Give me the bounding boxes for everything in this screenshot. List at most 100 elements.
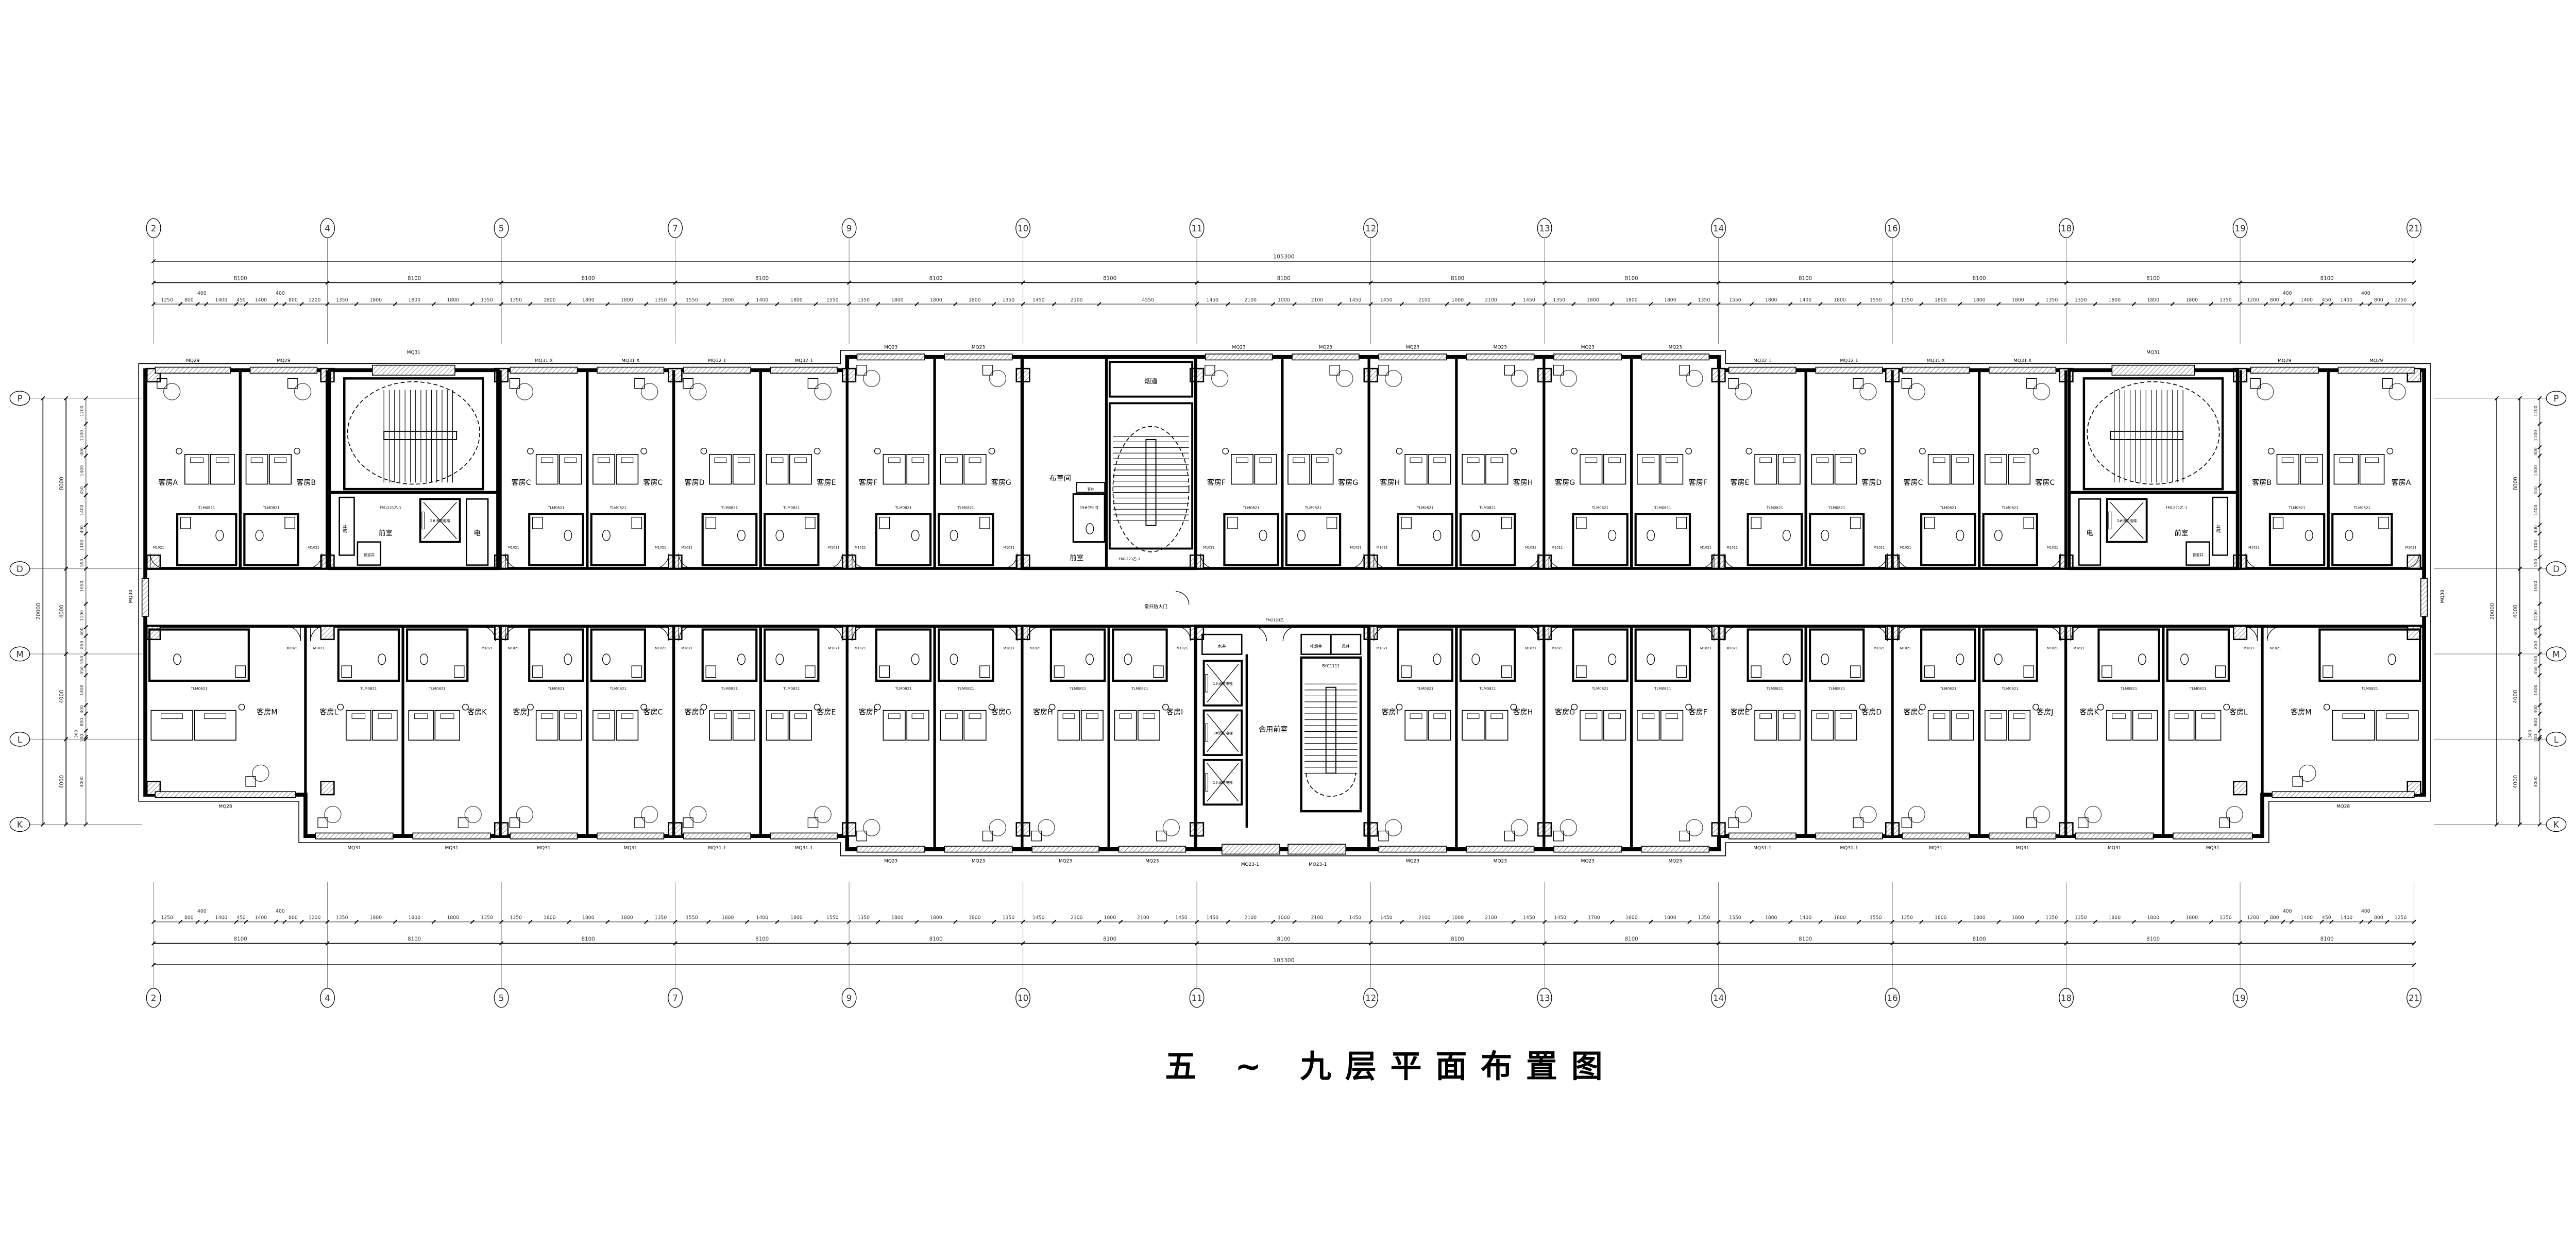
sink-icon [1676,516,1687,529]
dimension-detail: 550 [79,656,84,664]
dimension-tick [1194,941,1199,946]
bathroom-wall [1920,513,1976,566]
entry-door[interactable] [1374,626,1389,641]
table-icon [1908,383,1925,400]
entry-door[interactable] [827,553,843,569]
window [856,354,925,361]
dimension-bay: 8100 [929,936,943,942]
entry-door[interactable] [310,626,326,641]
fire-door[interactable] [1251,626,1298,641]
entry-door[interactable] [1524,553,1539,569]
sink-icon [2102,665,2112,678]
pipe-shaft-label: 管道井 [2192,552,2203,557]
entry-door[interactable] [678,553,694,569]
entry-door[interactable] [307,553,323,569]
entry-door[interactable] [1548,553,1564,569]
entry-door[interactable] [654,553,669,569]
entry-door[interactable] [1524,626,1539,641]
entry-door[interactable] [1723,553,1739,569]
entry-door[interactable] [1723,626,1739,641]
entry-door[interactable] [1872,626,1888,641]
entry-door[interactable] [1872,553,1888,569]
dimension-tick [814,919,818,925]
pillow-icon [1433,457,1446,463]
bed-icon [2168,710,2195,741]
entry-door[interactable] [2245,553,2261,569]
dimension-detail: 800 [2270,297,2279,303]
dimension-detail: 1200 [309,915,321,921]
entry-door[interactable] [1897,553,1912,569]
lamp-icon [294,447,300,455]
entry-door[interactable] [1002,553,1018,569]
entry-door[interactable] [2046,626,2061,641]
entry-door[interactable] [150,553,165,569]
table-icon [516,383,534,400]
entry-door[interactable] [2404,553,2420,569]
entry-door[interactable] [2070,626,2086,641]
entry-door[interactable] [505,553,520,569]
entry-door[interactable] [285,626,301,641]
dimension-detail: 1800 [621,297,633,303]
entry-door[interactable] [2267,626,2282,641]
bathroom-wall [148,628,250,682]
entry-door[interactable] [1002,626,1018,641]
entry-door[interactable] [1374,553,1389,569]
dimension-tick [2319,919,2324,925]
entry-door[interactable] [852,626,867,641]
bed-icon [789,453,812,485]
bed-icon [1462,453,1485,485]
entry-door[interactable] [1027,626,1042,641]
sink-icon [879,665,890,678]
grid-column-label: 14 [1713,224,1724,233]
window-label: MQ31 [1929,846,1942,851]
dimension-tick [2131,919,2137,925]
window-label: MQ23 [1059,859,1072,864]
dimension-tick [1337,919,1342,925]
entry-door[interactable] [1176,626,1191,641]
bathroom-wall [1747,628,1803,682]
core-wall [1020,355,1197,570]
entry-door[interactable] [2242,626,2258,641]
pillow-icon [969,713,981,719]
dimension-tick [2209,919,2214,925]
bathroom-wall [1920,628,1976,682]
entry-door[interactable] [1200,553,1215,569]
dimension-tick [2064,301,2069,307]
dimension-tick [2537,601,2542,607]
dimension-tick [2537,711,2542,716]
entry-door[interactable] [1548,626,1564,641]
dimension-detail: 1550 [686,297,698,303]
dimension-detail: 1400 [255,297,267,303]
armchair-icon [807,378,819,389]
dimension-tick [2537,735,2542,740]
entry-door[interactable] [654,626,669,641]
dimension-detail: 1800 [582,297,595,303]
entry-door[interactable] [480,626,496,641]
dimension-detail: 1400 [79,505,84,515]
dimension-detail: 1450 [1032,297,1045,303]
grid-bubble [2059,218,2074,238]
sink-icon [1751,516,1761,529]
corridor-fire-door[interactable] [1176,591,1190,605]
entry-door[interactable] [2046,553,2061,569]
bed-icon [1985,453,2007,485]
dimension-tick [2209,301,2214,307]
pillow-icon [250,457,263,463]
dimension-detail: 1800 [1834,915,1846,921]
entry-door[interactable] [505,626,520,641]
entry-door[interactable] [1699,626,1715,641]
entry-door[interactable] [1349,553,1364,569]
dimension-tick [2537,523,2542,528]
entry-door[interactable] [678,626,694,641]
pillow-icon [215,457,229,463]
window-label: MQ23 [1581,859,1595,864]
entry-door[interactable] [827,626,843,641]
dimension-detail: 1400 [756,915,769,921]
entry-door[interactable] [852,553,867,569]
dimension-tick [1919,919,1924,925]
entry-door[interactable] [1897,626,1912,641]
entry-door[interactable] [1699,553,1715,569]
bathroom-wall [701,513,758,566]
bath-door-label: TLM0821 [190,686,207,691]
toilet-icon [950,529,958,541]
